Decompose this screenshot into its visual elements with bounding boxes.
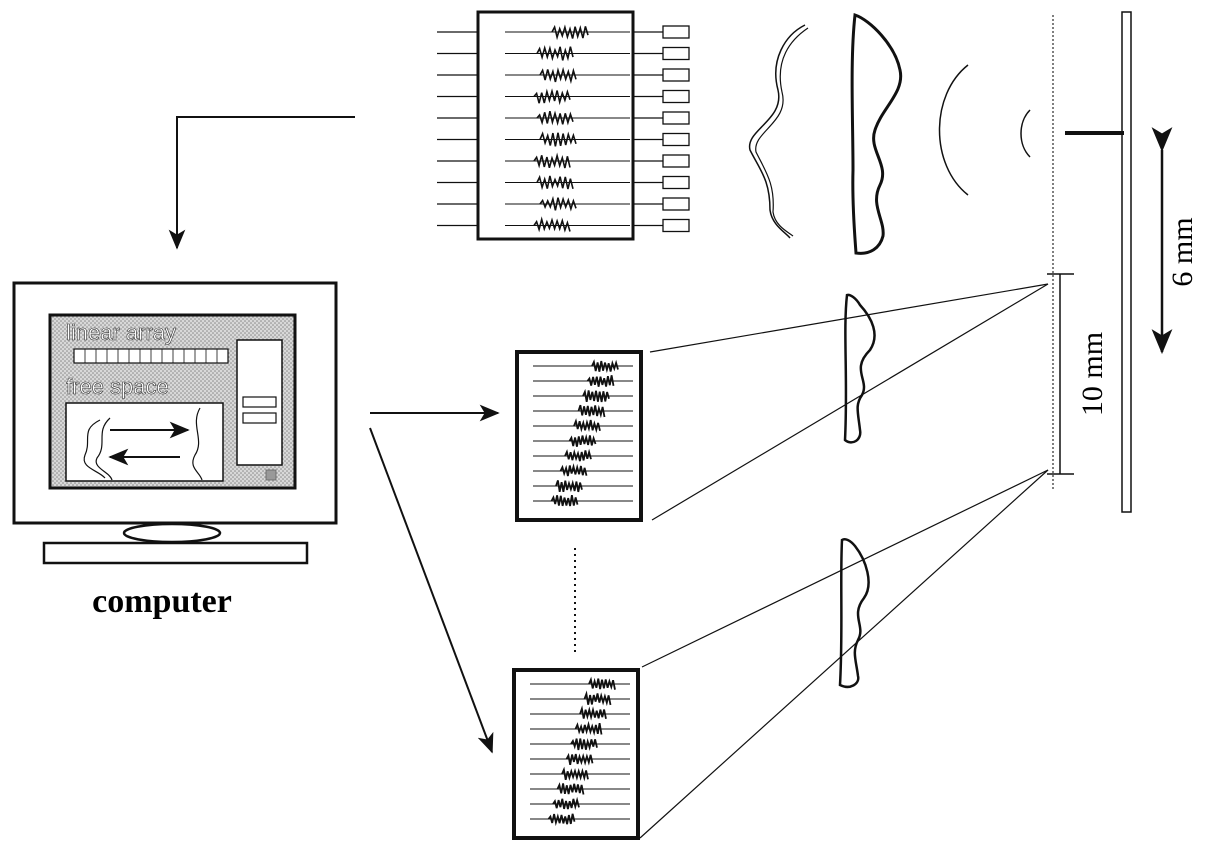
array-element	[662, 111, 690, 125]
trace-burst	[582, 388, 610, 403]
trace-burst	[570, 738, 598, 751]
trace-burst	[583, 690, 612, 707]
trace-burst	[556, 782, 585, 795]
array-element	[662, 68, 690, 82]
computer-icon: linear array free space	[12, 281, 338, 565]
trace-burst	[574, 720, 603, 736]
trace-burst	[565, 752, 594, 766]
trace-burst	[536, 44, 574, 62]
receiver-array-panel	[437, 10, 690, 241]
trace-burst	[591, 359, 619, 374]
screen-wave-left-2	[95, 417, 113, 481]
trace-burst	[552, 796, 580, 811]
trace-burst	[536, 174, 574, 191]
array-element	[662, 25, 690, 39]
wavefront-shape-bottom	[838, 538, 870, 689]
trace-burst	[539, 195, 577, 212]
monitor-stand	[122, 522, 222, 544]
array-element	[662, 132, 690, 147]
array-element	[662, 89, 690, 104]
computer-to-panel2-arrow-icon	[369, 427, 494, 754]
reconstructed-panel-1	[515, 350, 643, 522]
trace-burst	[573, 418, 601, 434]
screen-corner-box	[265, 469, 277, 481]
trace-burst	[568, 433, 597, 447]
trace-burst	[577, 404, 606, 419]
screen-wave-right	[192, 407, 203, 481]
screen-label-linear-array: linear array	[66, 320, 176, 345]
projection-lines	[639, 283, 1049, 839]
screen-array-bar	[73, 348, 229, 364]
trace-burst	[561, 766, 589, 782]
dim-10mm-label: 10 mm	[1076, 332, 1109, 416]
screen-wave-left	[83, 419, 106, 479]
trace-burst	[536, 110, 574, 126]
trace-burst	[533, 152, 571, 169]
data-to-computer-arrow-icon	[168, 116, 355, 250]
wavefront-shape-mid	[843, 293, 876, 444]
wavefront-arc-outer	[938, 64, 969, 196]
array-element	[662, 218, 690, 233]
trace-burst	[586, 375, 615, 387]
trace-burst	[564, 448, 592, 462]
array-element	[662, 46, 690, 61]
computer-label: computer	[92, 583, 232, 620]
screen-side-button-2	[242, 412, 277, 424]
array-element	[662, 154, 690, 168]
screen-label-free-space: free space	[66, 374, 169, 399]
trace-burst	[551, 24, 589, 41]
monitor-base	[42, 541, 309, 565]
trace-burst	[550, 494, 579, 507]
screen-image-box	[65, 402, 224, 482]
dim-6mm-label: 6 mm	[1166, 217, 1199, 286]
trace-burst	[539, 131, 577, 147]
wavefront-shape-top	[850, 12, 903, 255]
trace-burst	[579, 705, 607, 721]
trace-burst	[555, 479, 583, 493]
array-element	[662, 197, 690, 211]
trace-burst	[559, 463, 588, 477]
screen-side-button-1	[242, 396, 277, 408]
trace-burst	[539, 66, 577, 85]
reconstructed-panel-2	[512, 668, 640, 840]
trace-burst	[588, 676, 616, 690]
trace-burst	[547, 813, 576, 827]
wavefront-double-line-b	[755, 27, 809, 237]
wavefront-double-line-a	[749, 24, 806, 239]
wavefront-arc-inner	[1020, 109, 1031, 158]
array-element	[662, 175, 690, 190]
trace-burst	[533, 216, 571, 233]
sample-plate	[1121, 11, 1132, 513]
trace-burst	[533, 88, 571, 106]
